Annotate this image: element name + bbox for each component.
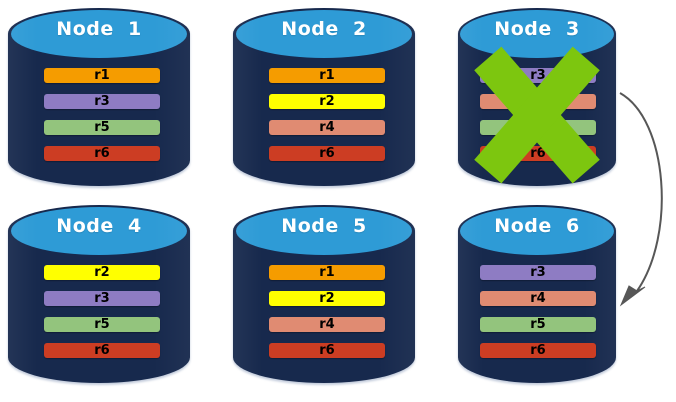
record-bar[interactable]: r4 (269, 120, 385, 135)
node-title: Node 6 (494, 214, 580, 237)
cylinder-top (235, 207, 413, 256)
record-bar-list: r3 r4 r5 r6 (458, 205, 616, 383)
record-bar-list: r1 r3 r5 r6 (8, 8, 190, 186)
cylinder-top (10, 10, 188, 59)
node-2[interactable]: Node 2 r1 r2 r4 r6 (233, 8, 415, 186)
record-bar[interactable]: r4 (480, 94, 596, 109)
record-bar[interactable]: r1 (269, 68, 385, 83)
record-bar[interactable]: r1 (269, 265, 385, 280)
record-bar-list: r3 r4 r5 r6 (458, 8, 616, 186)
record-bar[interactable]: r2 (44, 265, 160, 280)
node-title: Node 2 (281, 17, 367, 40)
cylinder-top (235, 10, 413, 59)
arrow-head-icon (619, 285, 646, 307)
cylinder-top (460, 207, 614, 256)
record-bar-list: r1 r2 r4 r6 (233, 8, 415, 186)
node-1[interactable]: Node 1 r1 r3 r5 r6 (8, 8, 190, 186)
record-bar[interactable]: r3 (44, 291, 160, 306)
record-bar[interactable]: r3 (44, 94, 160, 109)
record-bar[interactable]: r4 (269, 317, 385, 332)
node-6[interactable]: Node 6 r3 r4 r5 r6 (458, 205, 616, 383)
node-title: Node 3 (494, 17, 580, 40)
record-bar[interactable]: r1 (44, 68, 160, 83)
record-bar[interactable]: r5 (44, 120, 160, 135)
record-bar[interactable]: r3 (480, 68, 596, 83)
record-bar[interactable]: r2 (269, 94, 385, 109)
cylinder-top (10, 207, 188, 256)
node-title: Node 1 (56, 17, 142, 40)
record-bar[interactable]: r3 (480, 265, 596, 280)
record-bar[interactable]: r6 (269, 343, 385, 358)
record-bar[interactable]: r6 (480, 146, 596, 161)
record-bar[interactable]: r6 (480, 343, 596, 358)
node-title: Node 5 (281, 214, 367, 237)
record-bar[interactable]: r5 (480, 120, 596, 135)
node-title: Node 4 (56, 214, 142, 237)
record-bar[interactable]: r5 (44, 317, 160, 332)
node-5[interactable]: Node 5 r1 r2 r4 r6 (233, 205, 415, 383)
record-bar[interactable]: r5 (480, 317, 596, 332)
record-bar[interactable]: r4 (480, 291, 596, 306)
record-bar[interactable]: r6 (44, 343, 160, 358)
node-3[interactable]: Node 3 r3 r4 r5 r6 (458, 8, 616, 186)
record-bar[interactable]: r6 (269, 146, 385, 161)
node-4[interactable]: Node 4 r2 r3 r5 r6 (8, 205, 190, 383)
record-bar[interactable]: r2 (269, 291, 385, 306)
arrow-path (619, 92, 663, 292)
record-bar[interactable]: r6 (44, 146, 160, 161)
record-bar-list: r1 r2 r4 r6 (233, 205, 415, 383)
record-bar-list: r2 r3 r5 r6 (8, 205, 190, 383)
